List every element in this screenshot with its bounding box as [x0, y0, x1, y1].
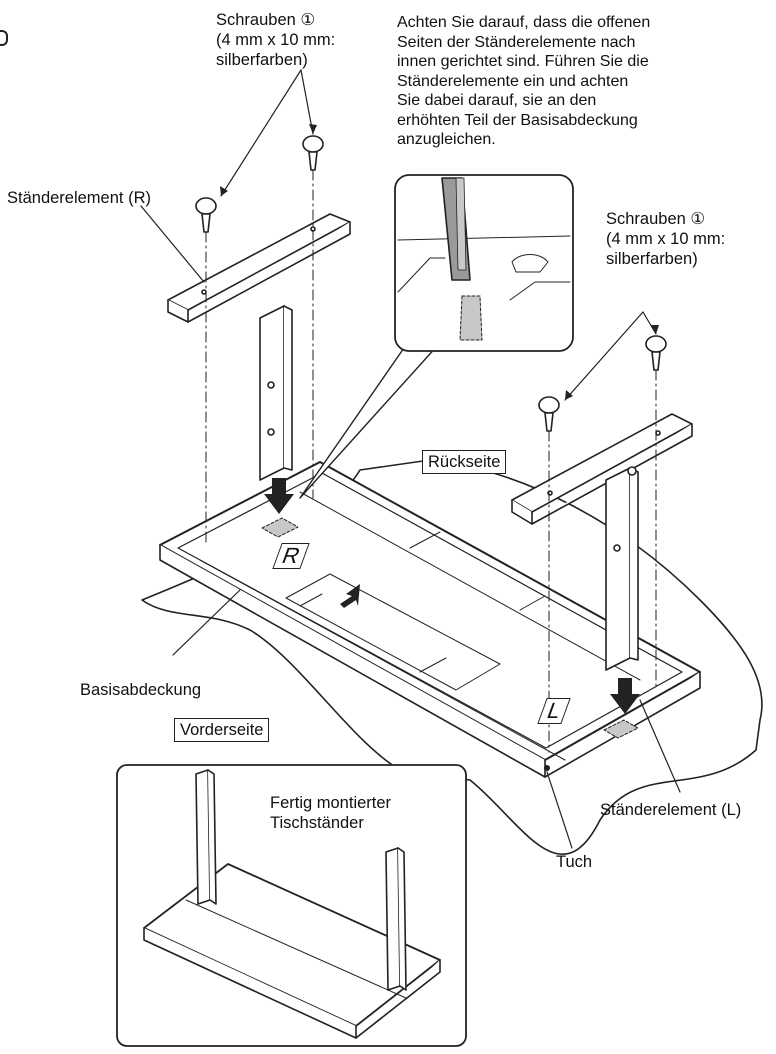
stand-element-r-label: Ständerelement (R)	[7, 189, 151, 207]
stand-element-l-label: Ständerelement (L)	[600, 801, 742, 819]
cloth-marker	[544, 765, 550, 771]
leader-lines	[140, 69, 681, 849]
base-cover	[159, 461, 701, 778]
base-cover-label: Basisabdeckung	[80, 681, 202, 699]
assembled-inset	[116, 764, 467, 1047]
slot-highlight	[261, 517, 639, 739]
instruction-note: Achten Sie darauf, dass die offenen Seit…	[397, 14, 651, 148]
stand-element-l	[511, 413, 693, 671]
screws-label-top-left: Schrauben ① (4 mm x 10 mm: silberfarben)	[216, 11, 336, 69]
cropped-step-marker	[0, 30, 8, 46]
insertion-arrow-icon	[264, 478, 640, 714]
front-side-label: Vorderseite	[174, 718, 270, 742]
screws-label-right: Schrauben ① (4 mm x 10 mm: silberfarben)	[606, 210, 726, 268]
stand-element-r	[167, 213, 351, 481]
assembled-stand-label: Fertig montierter Tischständer	[270, 794, 392, 832]
cloth-label: Tuch	[556, 853, 593, 871]
arrowheads	[220, 124, 659, 400]
detail-callout	[299, 174, 574, 499]
rear-side-label: Rückseite	[422, 450, 507, 474]
screw-icon	[195, 135, 667, 432]
